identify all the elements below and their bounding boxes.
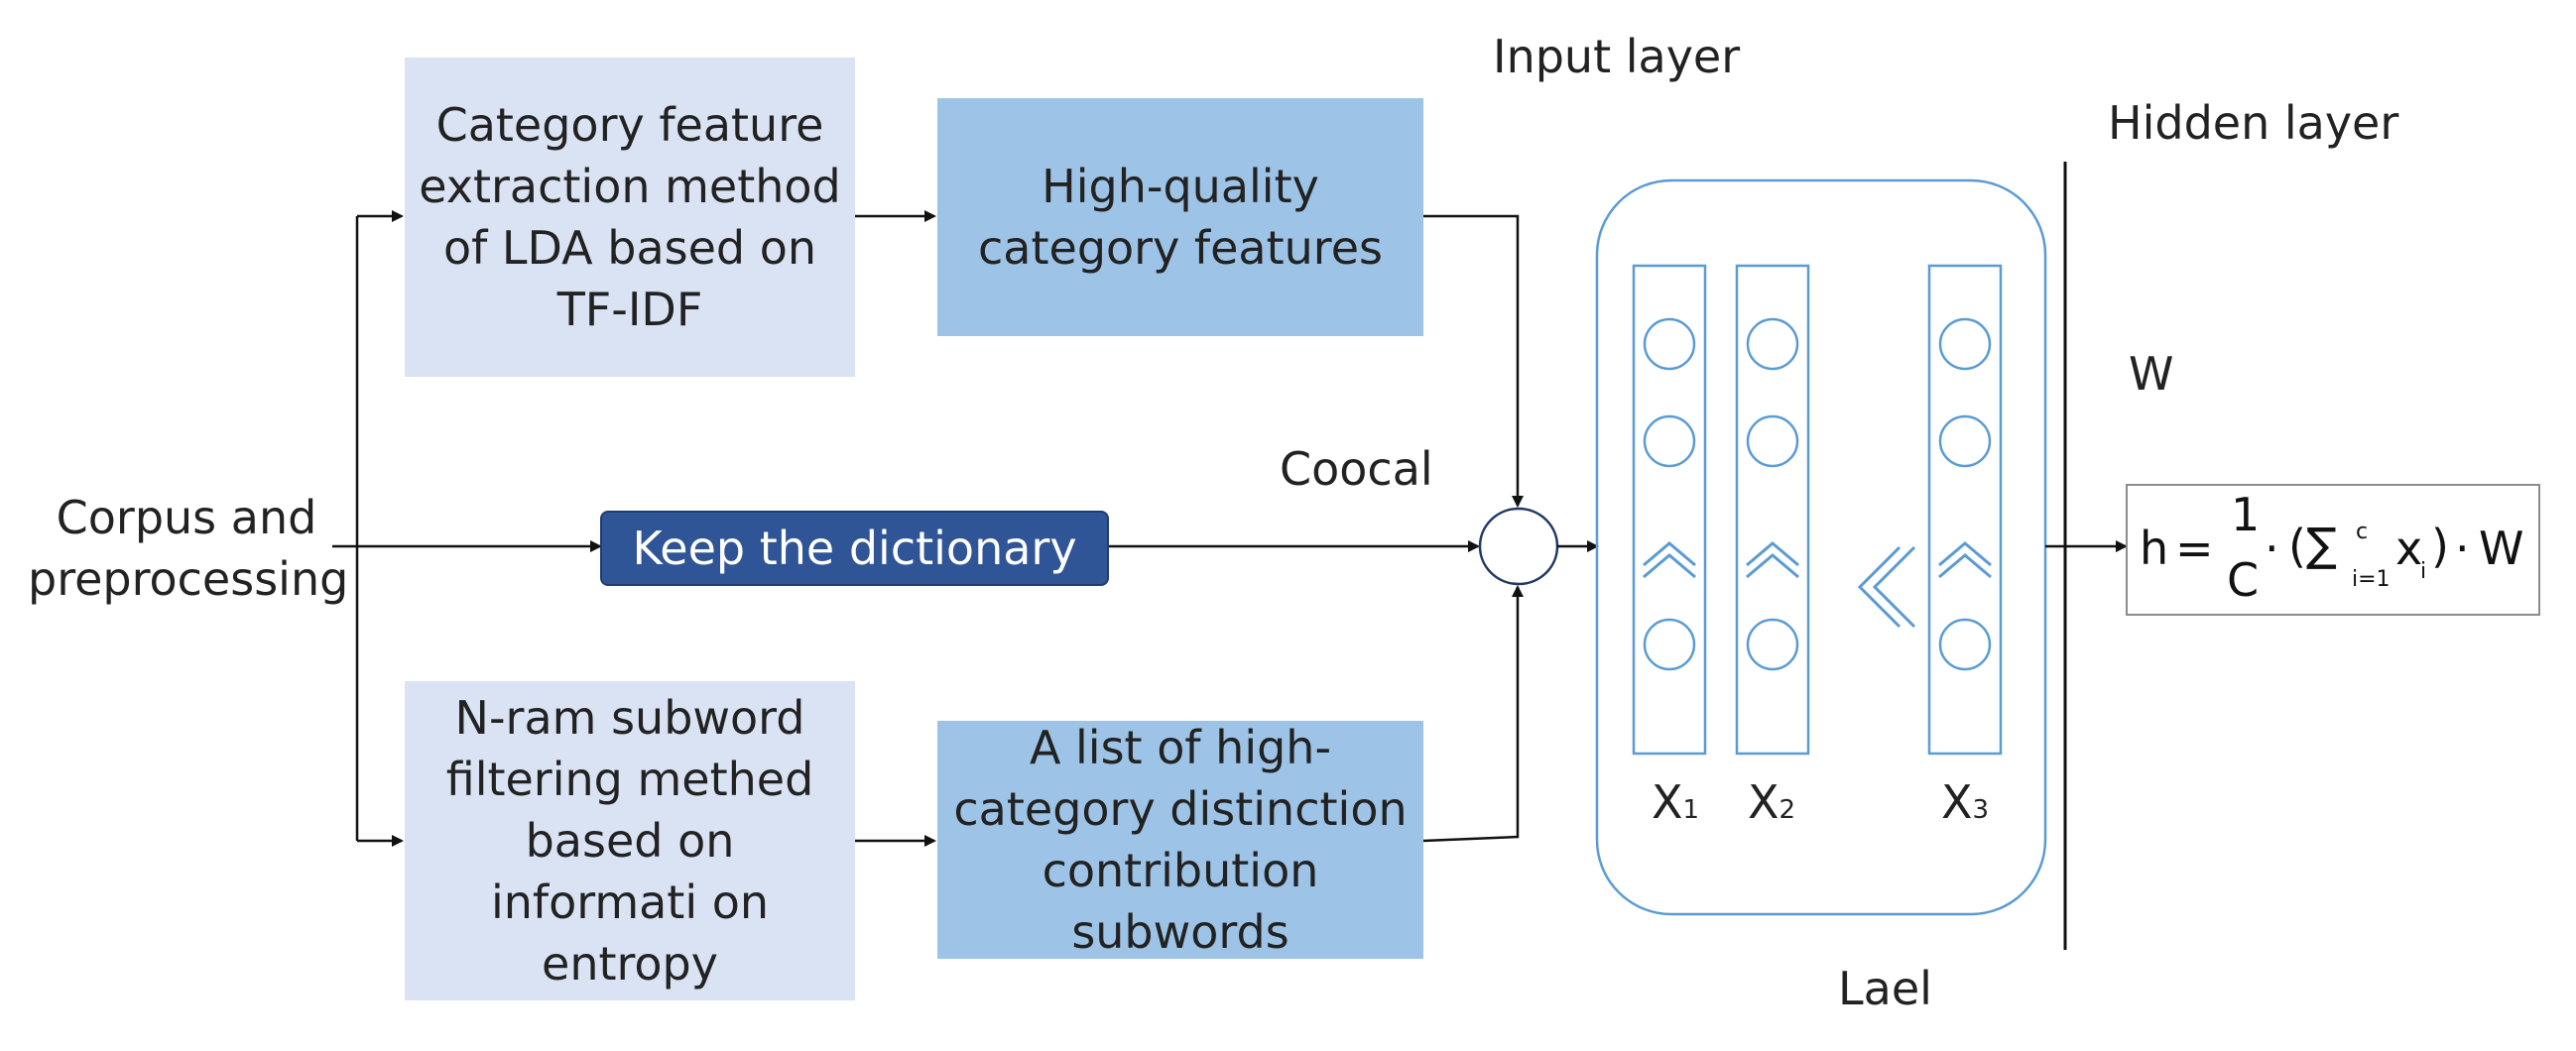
corpus-label: Corpus and preprocessing — [28, 487, 349, 610]
keep-dictionary-box: Keep the dictionary — [600, 511, 1109, 586]
hq-line: High-quality — [1042, 160, 1319, 213]
formula-var-sub: i — [2420, 559, 2427, 584]
formula-num: 1 — [2231, 488, 2261, 541]
formula-sup: c — [2356, 520, 2369, 544]
vector-x2 — [1735, 264, 1810, 756]
formula-lhs: h — [2140, 522, 2169, 575]
formula-sub: i=1 — [2352, 567, 2391, 592]
sum-node — [1478, 507, 1559, 586]
high-quality-features-box: High-quality category features — [937, 98, 1423, 336]
vector-x3-label: X3 — [1941, 775, 1990, 829]
ngram-filter-box: N-ram subword filtering methed based on … — [405, 681, 855, 1000]
ngram-line: N-ram subword — [454, 691, 805, 745]
formula-open: ( — [2288, 520, 2306, 573]
coocal-label: Coocal — [1280, 442, 1433, 496]
subword-line: contribution — [1042, 844, 1319, 897]
lda-line: of LDA based on — [442, 221, 817, 275]
vector-x3 — [1927, 264, 2003, 756]
formula-eq: = — [2175, 522, 2214, 575]
hidden-layer-label: Hidden layer — [2108, 96, 2399, 150]
subword-list-box: A list of high- category distinction con… — [937, 721, 1423, 959]
corpus-label-line2: preprocessing — [28, 552, 349, 606]
formula-sigma: ∑ — [2306, 518, 2337, 571]
formula-dot: · — [2265, 522, 2279, 575]
ngram-line: informati on — [490, 876, 770, 929]
formula-dot2: · — [2455, 522, 2470, 575]
formula-rhs: W — [2479, 522, 2524, 575]
hq-line: category features — [978, 221, 1383, 275]
list-to-sum-arrow — [1422, 585, 1524, 843]
formula-var: x — [2395, 522, 2423, 575]
ngram-line: entropy — [542, 937, 718, 991]
ngram-line: based on — [525, 814, 735, 868]
subword-line: category distinction — [953, 782, 1408, 836]
subword-line: A list of high- — [1029, 721, 1332, 774]
subword-line: subwords — [1071, 905, 1289, 959]
vector-ellipsis-chevrons — [1857, 545, 1916, 629]
lda-line: extraction method — [419, 160, 841, 213]
vector-x1 — [1632, 264, 1707, 756]
corpus-label-line1: Corpus and — [56, 491, 317, 544]
lael-label: Lael — [1838, 962, 1932, 1015]
lda-line: Category feature — [435, 98, 824, 152]
ngram-line: filtering methed — [445, 753, 814, 806]
vector-x1-label: X1 — [1652, 775, 1700, 829]
w-label: W — [2129, 347, 2174, 401]
input-layer-label: Input layer — [1493, 30, 1741, 83]
lda-method-box: Category feature extraction method of LD… — [405, 58, 855, 377]
hq-to-sum-arrow — [1423, 214, 1524, 508]
lda-line: TF-IDF — [556, 283, 703, 336]
hidden-layer-formula: h = 1 C · ( ∑ c i=1 x i ) · W — [2126, 484, 2540, 616]
formula-close: ) — [2431, 520, 2449, 573]
formula-den: C — [2227, 553, 2260, 607]
vector-x2-label: X2 — [1748, 775, 1796, 829]
